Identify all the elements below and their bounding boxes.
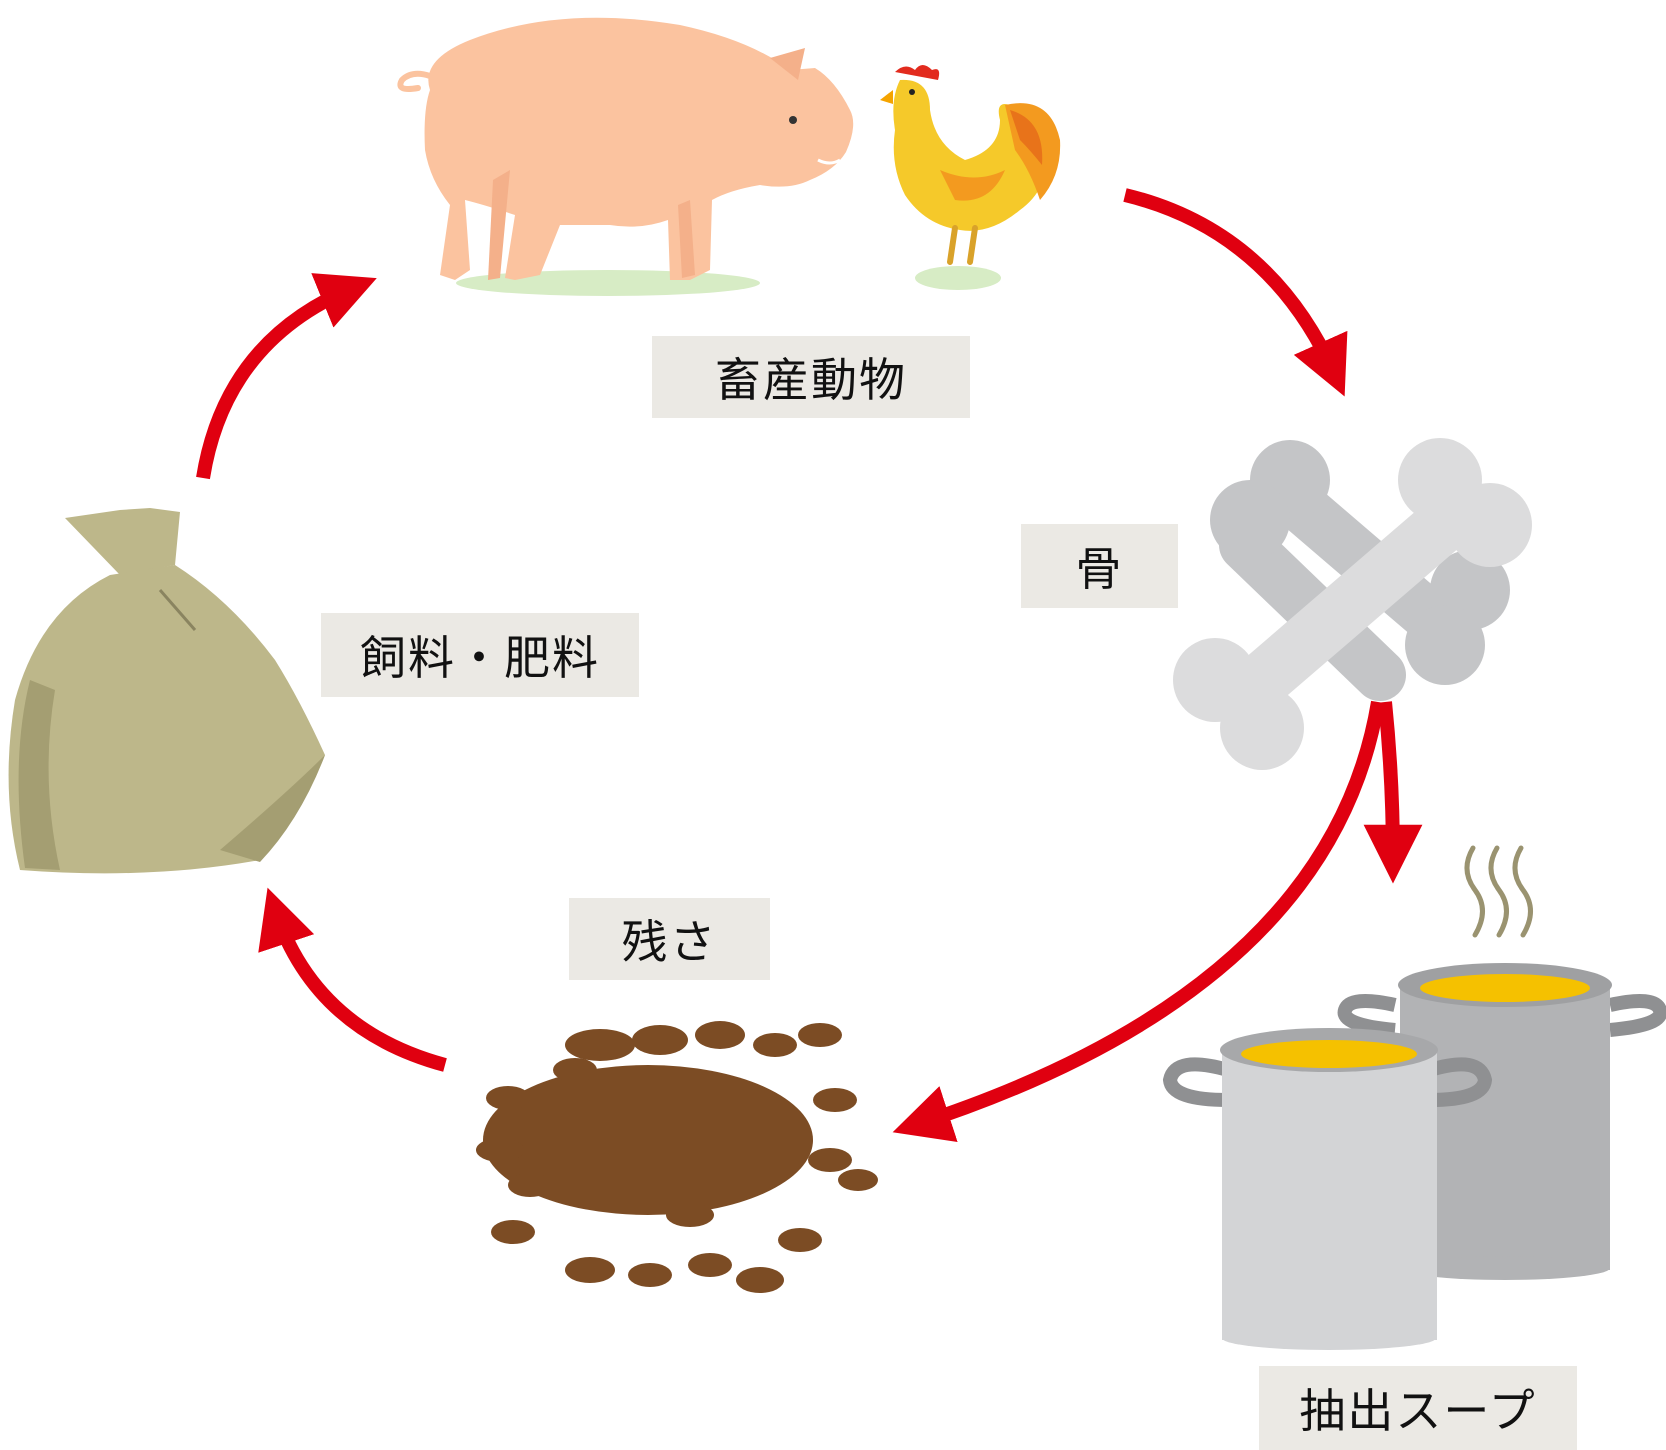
sack-icon [8, 508, 325, 874]
arrow-feed-to-livestock [196, 273, 377, 480]
label-feed-fertilizer: 飼料・肥料 [321, 613, 639, 697]
label-extracted-soup: 抽出スープ [1259, 1366, 1577, 1450]
steam-icon [1464, 845, 1533, 938]
rooster-icon [880, 65, 1061, 290]
label-bone: 骨 [1021, 524, 1178, 608]
pig-icon [397, 17, 854, 296]
arrow-bone-to-residue [892, 700, 1385, 1143]
arrow-bone-to-soup [1363, 701, 1423, 884]
arrow-livestock-to-bone [1123, 188, 1348, 397]
bone-icon [1173, 438, 1532, 770]
label-residue: 残さ [569, 898, 770, 980]
arrow-residue-to-feed [258, 887, 447, 1072]
residue-pile-icon [476, 1021, 878, 1293]
label-livestock: 畜産動物 [652, 336, 970, 418]
stock-pot-icon [1162, 963, 1666, 1350]
